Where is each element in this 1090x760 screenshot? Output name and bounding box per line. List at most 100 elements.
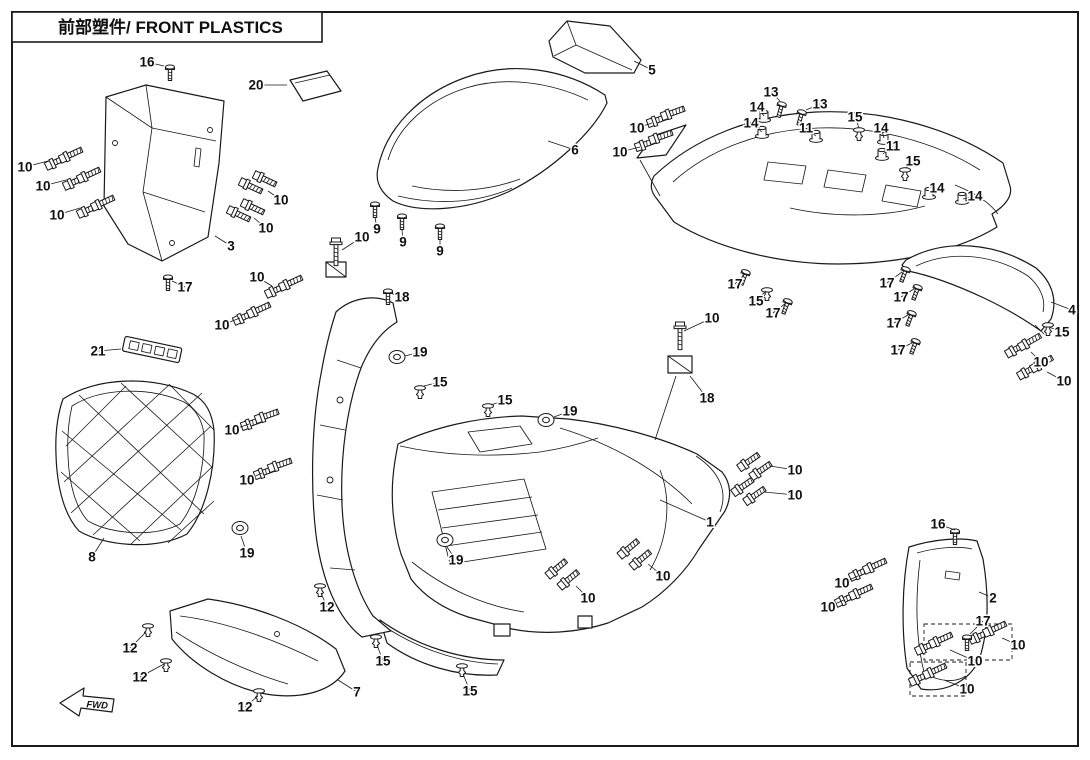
callout-15: 15: [905, 154, 921, 169]
leader-line: [882, 145, 894, 155]
page-title: 前部塑件/ FRONT PLASTICS: [58, 17, 283, 37]
leader-line: [1046, 371, 1065, 382]
callout-17: 17: [727, 277, 742, 292]
title-block: 前部塑件/ FRONT PLASTICS: [11, 11, 323, 43]
leader-line: [770, 91, 781, 102]
callout-10: 10: [1033, 355, 1048, 370]
clip-icon: [482, 403, 494, 417]
callout-13: 13: [812, 97, 828, 112]
fwd-label: FWD: [86, 699, 108, 711]
leader-line: [214, 235, 232, 247]
grille-mesh: [60, 382, 215, 546]
leader-line: [462, 673, 471, 692]
leader-line: [880, 127, 885, 139]
callout-10: 10: [49, 208, 64, 223]
bolt-icon: [659, 103, 687, 122]
leader-line: [139, 663, 165, 678]
grommet-icon: [388, 350, 406, 364]
screw-icon: [902, 309, 918, 328]
part-3-details: [105, 84, 217, 262]
callout-21: 21: [90, 344, 106, 359]
callout-17: 17: [765, 306, 780, 321]
leader-line: [897, 342, 913, 351]
leader-line: [683, 317, 713, 332]
leader-line: [755, 290, 767, 302]
leader-line: [647, 563, 664, 577]
rack-panel-details: [639, 127, 999, 216]
leader-line: [1030, 351, 1042, 363]
callout-12: 12: [122, 641, 137, 656]
callout-15: 15: [375, 654, 391, 669]
stud-bracket-right: [667, 355, 693, 374]
part-front-frame: [311, 297, 398, 638]
bolt-icon: [266, 455, 294, 474]
leader-line: [805, 127, 817, 137]
callout-2: 2: [989, 591, 997, 606]
callout-19: 19: [412, 345, 427, 360]
callout-17: 17: [886, 316, 901, 331]
callout-10: 10: [629, 121, 644, 136]
callout-15: 15: [497, 393, 513, 408]
leader-line: [401, 229, 404, 243]
leader-line: [389, 292, 403, 298]
callout-7: 7: [353, 685, 361, 700]
leader-line: [56, 207, 81, 216]
leader-line: [937, 523, 956, 531]
callout-15: 15: [1054, 325, 1070, 340]
grommet-icon: [436, 533, 454, 547]
part-4-details: [915, 255, 1045, 335]
leader-line: [24, 160, 49, 168]
fwd-arrow: FWD: [59, 687, 115, 717]
callout-14: 14: [873, 121, 889, 136]
callout-17: 17: [177, 280, 192, 295]
leader-line: [962, 195, 976, 200]
callout-16: 16: [930, 517, 946, 532]
leader-line: [1048, 326, 1063, 333]
callout-4: 4: [1068, 303, 1076, 318]
leader-line: [854, 116, 860, 129]
bolt-icon: [253, 406, 281, 425]
callout-18: 18: [699, 391, 715, 406]
bolt-icon: [245, 299, 273, 320]
callout-6: 6: [571, 143, 579, 158]
leader-line: [253, 217, 267, 229]
screw-icon: [163, 274, 173, 291]
leader-line: [341, 236, 363, 251]
callout-10: 10: [820, 600, 835, 615]
leader-line: [633, 60, 653, 71]
callout-19: 19: [448, 553, 463, 568]
screw-icon: [908, 283, 924, 302]
leader-line: [129, 631, 147, 649]
leader-line: [221, 317, 241, 326]
bolt-icon: [1016, 330, 1044, 353]
parts-layer: [55, 20, 1055, 697]
leader-line: [1001, 637, 1019, 646]
callout-10: 10: [787, 463, 802, 478]
part-21-badge: [121, 335, 183, 364]
leader-line: [763, 491, 796, 496]
part-6-hood: [376, 68, 608, 210]
callout-9: 9: [373, 222, 381, 237]
part-5-details: [553, 20, 633, 71]
screw-icon: [397, 213, 407, 230]
leader-line: [256, 276, 273, 287]
leader-line: [928, 187, 938, 194]
callout-14: 14: [929, 181, 945, 196]
leader-line: [320, 592, 328, 608]
part-4-fender-flare: [901, 245, 1055, 335]
callout-10: 10: [354, 230, 369, 245]
part-7-details: [175, 615, 319, 685]
badge-letters: [128, 340, 178, 360]
leader-line: [146, 61, 165, 67]
front-frame-details: [316, 359, 362, 571]
leader-line: [547, 140, 576, 151]
screw-icon: [906, 337, 922, 356]
callout-8: 8: [88, 550, 96, 565]
leader-line: [1050, 301, 1073, 311]
callout-12: 12: [237, 700, 252, 715]
bolt-icon: [861, 555, 889, 576]
leader-line: [231, 423, 250, 431]
leader-line: [337, 679, 358, 693]
callout-10: 10: [17, 160, 32, 175]
